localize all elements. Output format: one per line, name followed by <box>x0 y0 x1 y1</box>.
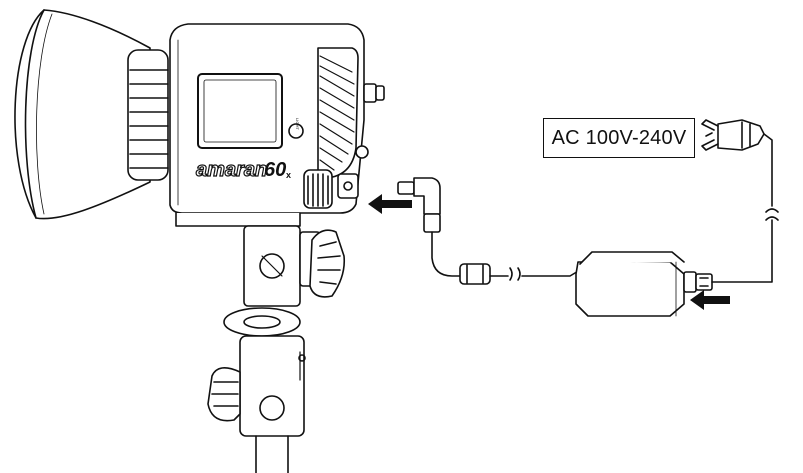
wall-plug <box>701 119 765 151</box>
brand-logo-text: amaran <box>196 159 267 181</box>
model-suffix: x <box>286 170 291 180</box>
mount-bracket <box>175 212 346 337</box>
dc-cable <box>397 177 581 285</box>
heatsink <box>127 49 169 181</box>
light-button-marking: LIGHT <box>295 118 300 130</box>
control-dial[interactable] <box>303 169 333 209</box>
light-button[interactable] <box>288 123 304 139</box>
brand-logo: amaran 60 x <box>195 158 291 181</box>
ac-cord <box>711 133 779 283</box>
arrow-to-light <box>368 194 412 214</box>
reflector <box>14 9 151 220</box>
light-body <box>169 23 385 214</box>
power-label: AC 100V-240V <box>543 118 695 158</box>
display-screen <box>197 73 283 149</box>
stand-adapter <box>207 335 306 473</box>
power-adapter <box>575 251 713 317</box>
lock-handle[interactable] <box>309 229 346 298</box>
arrow-to-adapter <box>690 290 730 310</box>
model-badge: 60 <box>264 159 286 181</box>
dc-input-port[interactable] <box>337 173 359 199</box>
